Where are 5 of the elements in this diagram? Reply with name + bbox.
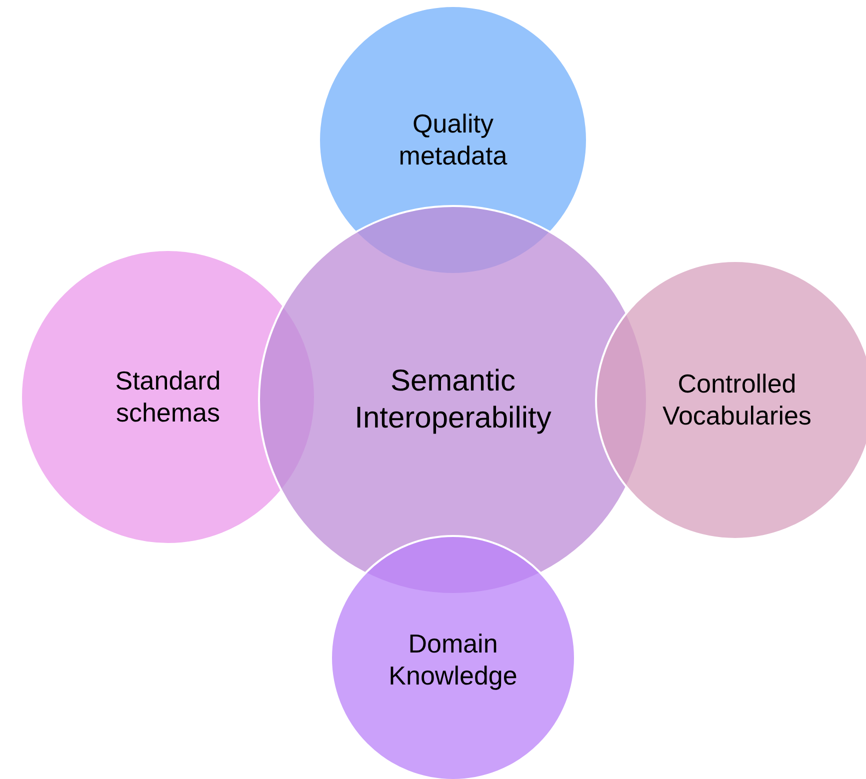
circle-label: Quality metadata <box>398 108 508 172</box>
circle-label: Controlled Vocabularies <box>662 368 812 432</box>
circle-label: Semantic Interoperability <box>354 363 552 436</box>
circle-label: Domain Knowledge <box>388 628 518 692</box>
circle-label: Standard schemas <box>114 365 222 429</box>
